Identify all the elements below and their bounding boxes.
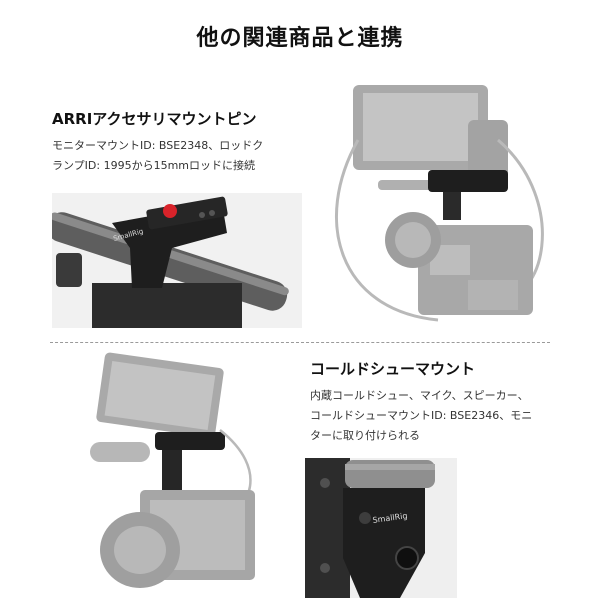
cold-shoe-closeup-photo: SmallRig [305,458,457,598]
cold-shoe-closeup-illustration: SmallRig [305,458,457,598]
desc-line: ターに取り付けられる [310,429,420,442]
camera-cage-rig-illustration [90,352,255,588]
desc-line: ランプID: 1995から15mmロッドに接続 [52,159,256,172]
camera-cage-rig-photo [80,350,280,595]
desc-line: コールドシューマウントID: BSE2346、モニ [310,409,533,422]
monitor-rig-photo [318,80,573,330]
monitor-rig-illustration [335,85,544,322]
desc-line: モニターマウントID: BSE2348、ロッドク [52,139,264,152]
section-title-arri-pin: ARRIアクセサリマウントピン [52,110,257,128]
section-desc-arri-pin: モニターマウントID: BSE2348、ロッドク ランプID: 1995から15… [52,136,263,176]
page-title: 他の関連商品と連携 [196,26,404,51]
section-divider [50,342,550,343]
arri-pin-closeup-photo: SmallRig [52,193,302,328]
section-title-cold-shoe: コールドシューマウント [310,360,476,378]
desc-line: 内蔵コールドシュー、マイク、スピーカー、 [310,389,529,402]
arri-pin-closeup-illustration: SmallRig [52,193,302,328]
section-desc-cold-shoe: 内蔵コールドシュー、マイク、スピーカー、 コールドシューマウントID: BSE2… [310,386,532,446]
